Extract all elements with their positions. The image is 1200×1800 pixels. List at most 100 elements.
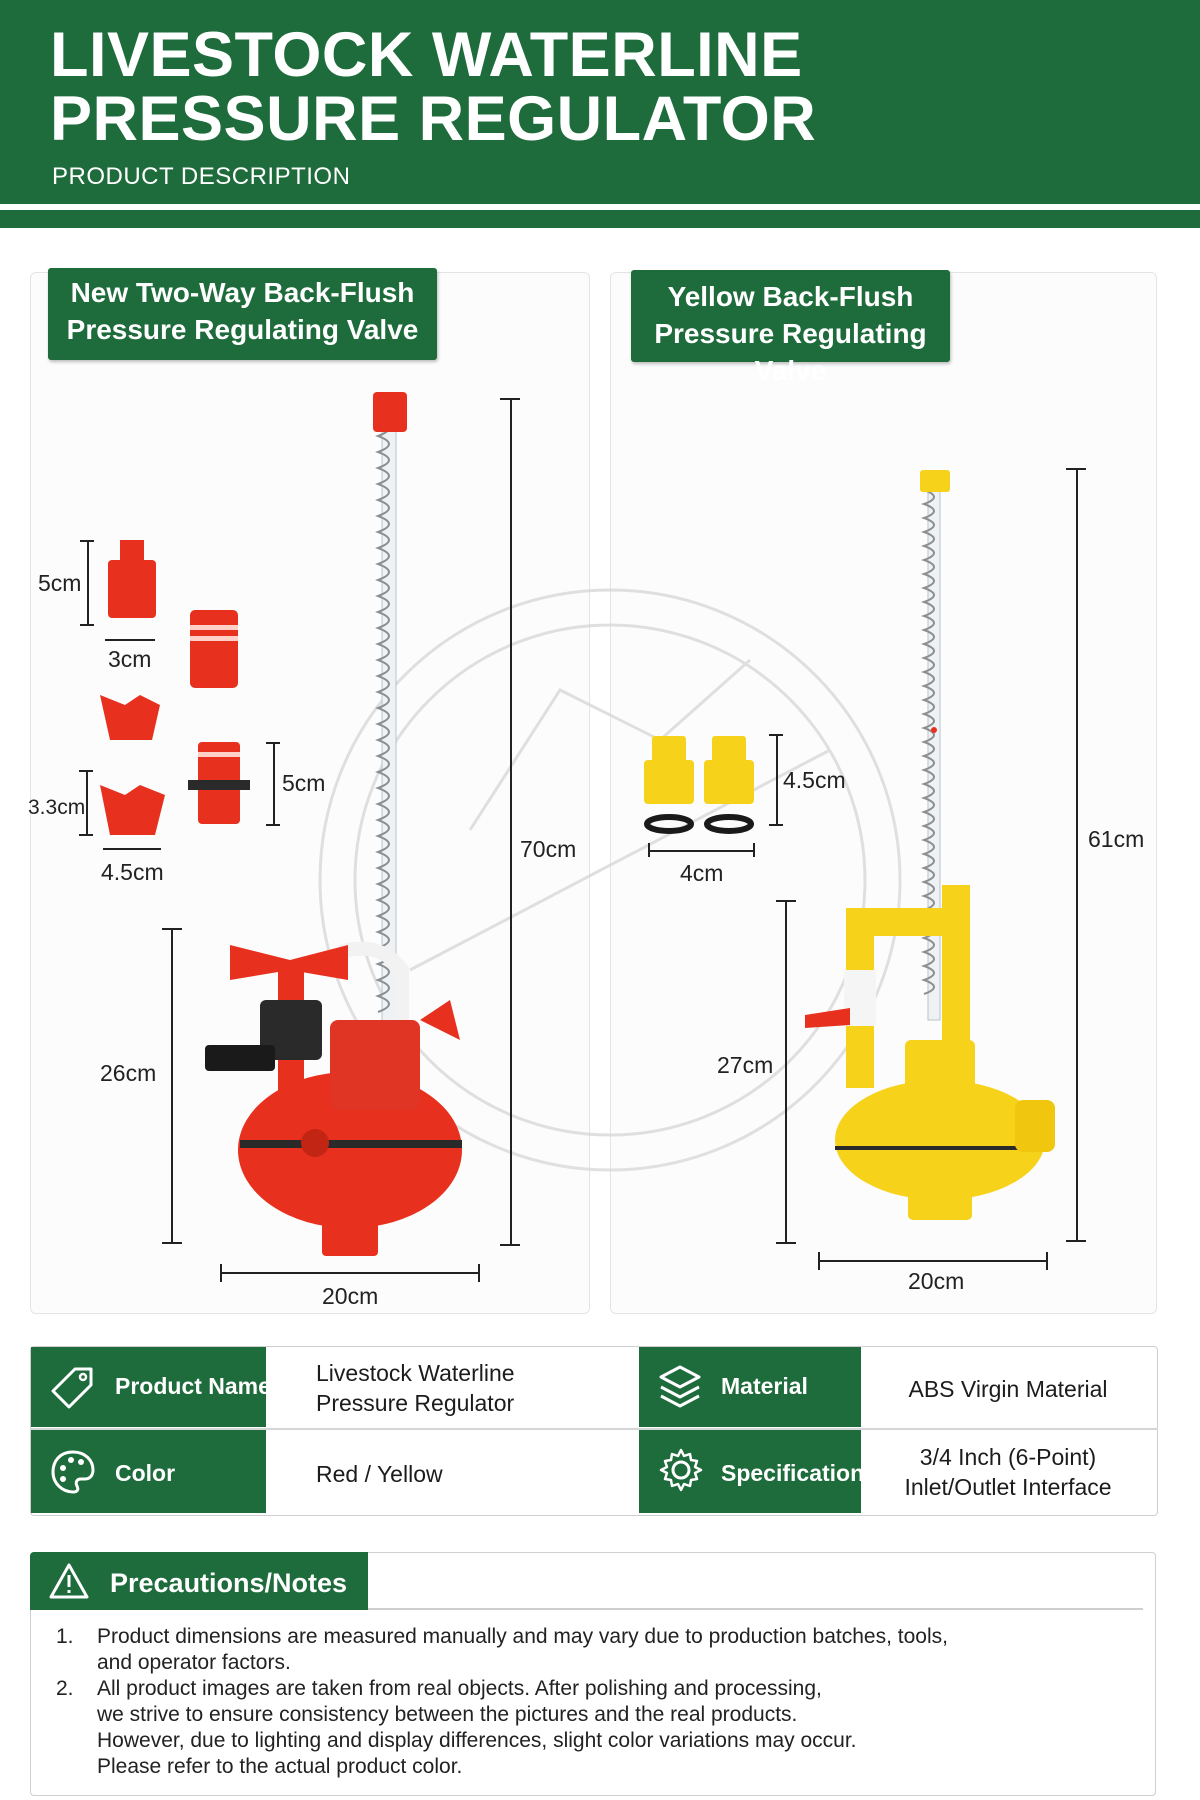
dim-line: [776, 734, 778, 826]
notes-title: Precautions/Notes: [110, 1568, 348, 1598]
dim-connector-height: 5cm: [282, 770, 326, 796]
gear-icon: [659, 1448, 703, 1492]
dim-line: [776, 1242, 796, 1244]
spec-label-product-name: Product Name: [115, 1373, 271, 1399]
dim-line: [80, 624, 94, 626]
dim-yellow-fit-height: 4.5cm: [783, 767, 846, 793]
dim-line: [818, 1260, 1048, 1262]
product-label-yellow-line1: Yellow Back-Flush: [667, 281, 914, 312]
dim-line: [818, 1252, 820, 1270]
spec-value-specification: 3/4 Inch (6-Point) Inlet/Outlet Interfac…: [862, 1442, 1154, 1502]
dim-body-height: 26cm: [100, 1060, 157, 1086]
dim-line: [769, 824, 783, 826]
dim-line: [80, 540, 94, 542]
layers-icon: [659, 1365, 701, 1408]
dim-line: [1046, 1252, 1048, 1270]
header-stripe: [0, 210, 1200, 228]
product-label-yellow-line2: Pressure Regulating Valve: [654, 318, 927, 386]
yellow-fittings-illustration: [644, 736, 754, 834]
spec-value-material: ABS Virgin Material: [908, 1376, 1108, 1402]
dim-line: [648, 850, 755, 852]
palette-icon: [51, 1450, 95, 1494]
yellow-valve-illustration: [805, 470, 1055, 1220]
dim-cap-width: 4.5cm: [101, 859, 164, 885]
note-line: we strive to ensure consistency between …: [97, 1703, 798, 1726]
dim-line: [1066, 468, 1086, 470]
dim-total-height: 70cm: [520, 836, 577, 862]
spec-divider: [30, 1428, 1158, 1430]
dim-line: [510, 398, 512, 1246]
dim-yellow-total-height: 61cm: [1088, 826, 1145, 852]
dim-line: [648, 843, 650, 857]
spec-value-product-name: Livestock Waterline Pressure Regulator: [276, 1358, 606, 1418]
header-banner: [0, 0, 1200, 228]
spec-head-specification: Specification: [639, 1430, 865, 1513]
note-number: 2.: [56, 1677, 74, 1700]
dim-line: [785, 900, 787, 1244]
dim-line: [769, 734, 783, 736]
dim-line: [162, 928, 182, 930]
note-item-1: Product dimensions are measured manually…: [97, 1624, 1137, 1676]
dim-line: [1076, 468, 1078, 1242]
watermark-logo: [318, 588, 902, 1172]
spec-value-product-name-line2: Pressure Regulator: [316, 1390, 515, 1416]
dim-line: [776, 900, 796, 902]
dim-fit-width: 3cm: [108, 646, 152, 672]
dim-line: [103, 848, 161, 850]
dim-fit-height: 5cm: [38, 570, 82, 596]
spec-head-color: Color: [31, 1430, 266, 1513]
note-line: However, due to lighting and display dif…: [97, 1729, 857, 1752]
dim-line: [105, 639, 155, 641]
dim-body-width: 20cm: [322, 1283, 379, 1309]
dim-line: [273, 742, 275, 826]
product-label-red-line1: New Two-Way Back-Flush: [70, 277, 415, 308]
spec-head-product-name: Product Name: [31, 1347, 271, 1427]
dim-line: [87, 540, 89, 626]
spec-label-specification: Specification: [721, 1460, 865, 1486]
spec-value-product-name-line1: Livestock Waterline: [316, 1360, 515, 1386]
product-label-red-line2: Pressure Regulating Valve: [66, 314, 419, 345]
tag-icon: [51, 1367, 93, 1409]
dim-line: [220, 1272, 480, 1274]
product-label-yellow: Yellow Back-Flush Pressure Regulating Va…: [631, 270, 950, 386]
note-line: All product images are taken from real o…: [97, 1677, 822, 1700]
spec-value-specification-line2: Inlet/Outlet Interface: [904, 1474, 1112, 1500]
dim-line: [500, 398, 520, 400]
dim-line: [86, 770, 88, 836]
dim-line: [220, 1264, 222, 1282]
dim-yellow-body-width: 20cm: [908, 1268, 965, 1294]
dim-line: [79, 834, 93, 836]
dim-yellow-fit-width: 4cm: [680, 860, 724, 886]
page-subtitle: PRODUCT DESCRIPTION: [52, 163, 351, 190]
spec-table: [30, 1346, 1158, 1516]
spec-label-color: Color: [115, 1460, 176, 1486]
red-valve-illustration: [205, 392, 462, 1256]
note-number: 1.: [56, 1625, 74, 1648]
note-item-2: All product images are taken from real o…: [97, 1676, 1137, 1780]
spec-value-specification-line1: 3/4 Inch (6-Point): [919, 1444, 1097, 1470]
note-line: Please refer to the actual product color…: [97, 1755, 463, 1778]
notes-box: [30, 1552, 1156, 1796]
note-line: Product dimensions are measured manually…: [97, 1625, 948, 1648]
dim-yellow-body-height: 27cm: [717, 1052, 774, 1078]
page-title-line2: PRESSURE REGULATOR: [50, 84, 817, 154]
dim-line: [478, 1264, 480, 1282]
notes-header: [30, 1552, 368, 1610]
dim-line: [500, 1244, 520, 1246]
page-title-line1: LIVESTOCK WATERLINE: [50, 20, 803, 90]
spec-value-color: Red / Yellow: [316, 1461, 443, 1487]
dim-line: [79, 770, 93, 772]
red-fittings-illustration: [100, 540, 250, 835]
dim-line: [162, 1242, 182, 1244]
dim-line: [753, 843, 755, 857]
product-label-red: New Two-Way Back-Flush Pressure Regulati…: [48, 268, 437, 360]
dim-line: [266, 742, 280, 744]
spec-label-material: Material: [721, 1373, 808, 1399]
dim-line: [266, 824, 280, 826]
warning-icon: [49, 1563, 89, 1599]
note-line: and operator factors.: [97, 1651, 291, 1674]
notes-divider: [368, 1608, 1143, 1610]
dim-cap-height: 3.3cm: [28, 796, 86, 819]
dim-line: [1066, 1240, 1086, 1242]
dim-line: [171, 928, 173, 1244]
